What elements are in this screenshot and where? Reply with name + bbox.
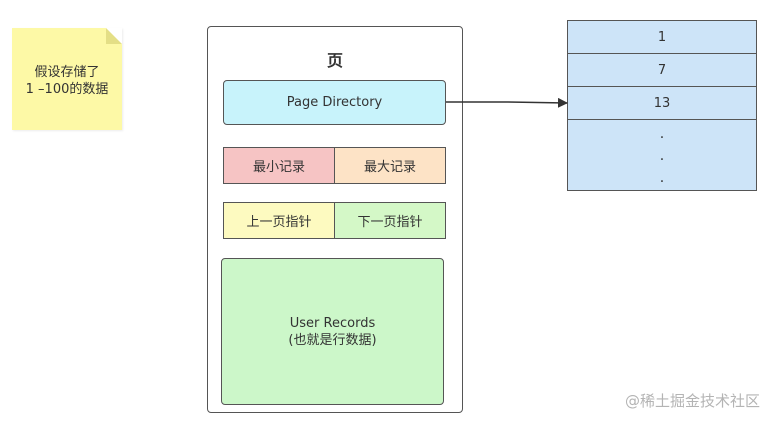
next-page-pointer-box: 下一页指针 [334,202,446,239]
user-records-label: User Records [289,315,376,331]
prev-page-pointer-box: 上一页指针 [223,202,335,239]
supremum-record-box: 最大记录 [334,147,446,184]
sticky-note-fold [106,28,122,44]
sticky-note: 假设存储了 1 –100的数据 [12,28,122,130]
directory-slot: 13 [568,87,756,120]
user-records-sublabel: (也就是行数据) [288,332,377,348]
ellipsis-dot: . [659,169,665,186]
prev-page-pointer-label: 上一页指针 [246,215,312,230]
user-records-box: User Records (也就是行数据) [221,258,444,405]
directory-slot: 7 [568,54,756,87]
directory-slot: 1 [568,21,756,54]
ellipsis-dot: . [659,125,665,142]
directory-slot-value: 13 [653,95,671,111]
directory-slot-value: 1 [657,29,667,45]
directory-ellipsis: . . . [568,121,756,190]
watermark: @稀土掘金技术社区 [624,392,760,410]
ellipsis-dot: . [659,147,665,164]
page-title: 页 [326,51,343,70]
supremum-record-label: 最大记录 [363,160,416,175]
directory-slots-panel: 1 7 13 . . . [567,20,757,191]
page-directory-arrow [446,97,568,108]
directory-slot-value: 7 [657,62,667,78]
sticky-note-text: 假设存储了 1 –100的数据 [25,65,109,97]
infimum-record-box: 最小记录 [223,147,335,184]
infimum-record-label: 最小记录 [252,160,305,175]
next-page-pointer-label: 下一页指针 [357,215,423,230]
page-directory-box: Page Directory [223,80,446,125]
page-directory-label: Page Directory [286,95,383,110]
